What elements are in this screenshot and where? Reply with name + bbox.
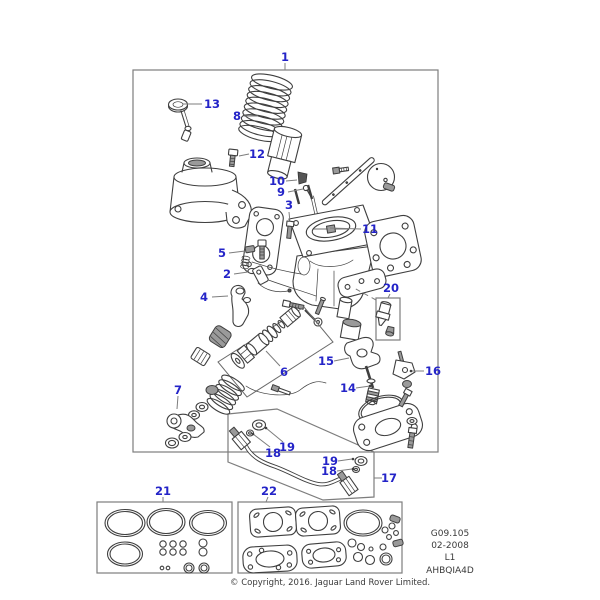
- callout-4[interactable]: 4: [200, 290, 208, 304]
- part-lever-7: [164, 413, 205, 449]
- part-piston-spring: [238, 73, 293, 143]
- part-flange-bolt: [406, 416, 418, 449]
- part-suction-chamber: [169, 157, 252, 229]
- part-choke-wire: [245, 381, 327, 396]
- callout-14[interactable]: 14: [340, 381, 356, 395]
- callout-9[interactable]: 9: [277, 185, 285, 199]
- part-bolt-small-lower: [270, 384, 291, 396]
- ref-catalog: AHBQIA4D: [426, 566, 474, 576]
- ref-line: L1: [445, 553, 456, 563]
- gasket-kit-box-21: [96, 501, 233, 574]
- callout-12[interactable]: 12: [249, 147, 265, 161]
- callout-22[interactable]: 22: [261, 484, 277, 498]
- part-cover-disc: [366, 162, 396, 192]
- part-screw-12: [227, 148, 239, 168]
- callout-19a[interactable]: 19: [279, 440, 295, 454]
- callout-19b[interactable]: 19: [322, 454, 338, 468]
- callout-17[interactable]: 17: [381, 471, 397, 485]
- part-jet-spring-small: [208, 325, 232, 349]
- part-throttle-spindle: [321, 157, 375, 206]
- part-small-screw: [332, 166, 350, 175]
- part-float-flange: [352, 402, 424, 452]
- leader-lines: [162, 63, 424, 503]
- part-gasket-right: [364, 214, 422, 278]
- ref-date: 02-2008: [431, 541, 469, 551]
- kit-21-orings: [104, 507, 228, 574]
- callout-8[interactable]: 8: [233, 109, 241, 123]
- callout-3[interactable]: 3: [285, 198, 293, 212]
- part-needle-valve-20: [375, 301, 395, 337]
- callout-7[interactable]: 7: [174, 383, 182, 397]
- part-damper-cap: [167, 98, 192, 142]
- kit-22-gaskets: [242, 505, 404, 574]
- callout-20[interactable]: 20: [383, 281, 399, 295]
- part-jet-sleeve: [190, 346, 211, 367]
- callout-18a[interactable]: 18: [265, 446, 281, 460]
- callout-6[interactable]: 6: [280, 365, 288, 379]
- part-float-chamber-top: [337, 268, 387, 298]
- part-suction-piston: [267, 125, 303, 180]
- callout-10[interactable]: 10: [269, 174, 285, 188]
- callout-21[interactable]: 21: [155, 484, 171, 498]
- copyright-notice: © Copyright, 2016. Jaguar Land Rover Lim…: [230, 578, 430, 588]
- callout-labels: 1 13 8 12 10 9 3 11 5 2 4 20 15 16 14 6 …: [155, 50, 441, 498]
- callout-15[interactable]: 15: [318, 354, 334, 368]
- part-spring-washers: [187, 385, 219, 420]
- part-jet-upper: [339, 318, 362, 341]
- part-jet-holder-15: [344, 336, 381, 370]
- ref-code: G09.105: [431, 529, 469, 539]
- part-lever-16: [392, 350, 416, 408]
- reference-block: G09.105 02-2008 L1 AHBQIA4D: [426, 529, 474, 576]
- gasket-kit-box-22: [237, 501, 403, 574]
- callout-2[interactable]: 2: [223, 267, 231, 281]
- part-lever-2: [252, 265, 292, 293]
- callout-11[interactable]: 11: [362, 222, 378, 236]
- part-fuel-pipe: [228, 419, 368, 497]
- part-float-needle: [336, 296, 353, 320]
- callout-13[interactable]: 13: [204, 97, 220, 111]
- part-jet-stack: [230, 306, 301, 369]
- callout-5[interactable]: 5: [218, 246, 226, 260]
- part-cam-lever-4: [230, 284, 252, 327]
- callout-1[interactable]: 1: [281, 50, 289, 64]
- callout-16[interactable]: 16: [425, 364, 441, 378]
- pipe-kit-box-17: [227, 408, 375, 501]
- callout-18b[interactable]: 18: [321, 464, 337, 478]
